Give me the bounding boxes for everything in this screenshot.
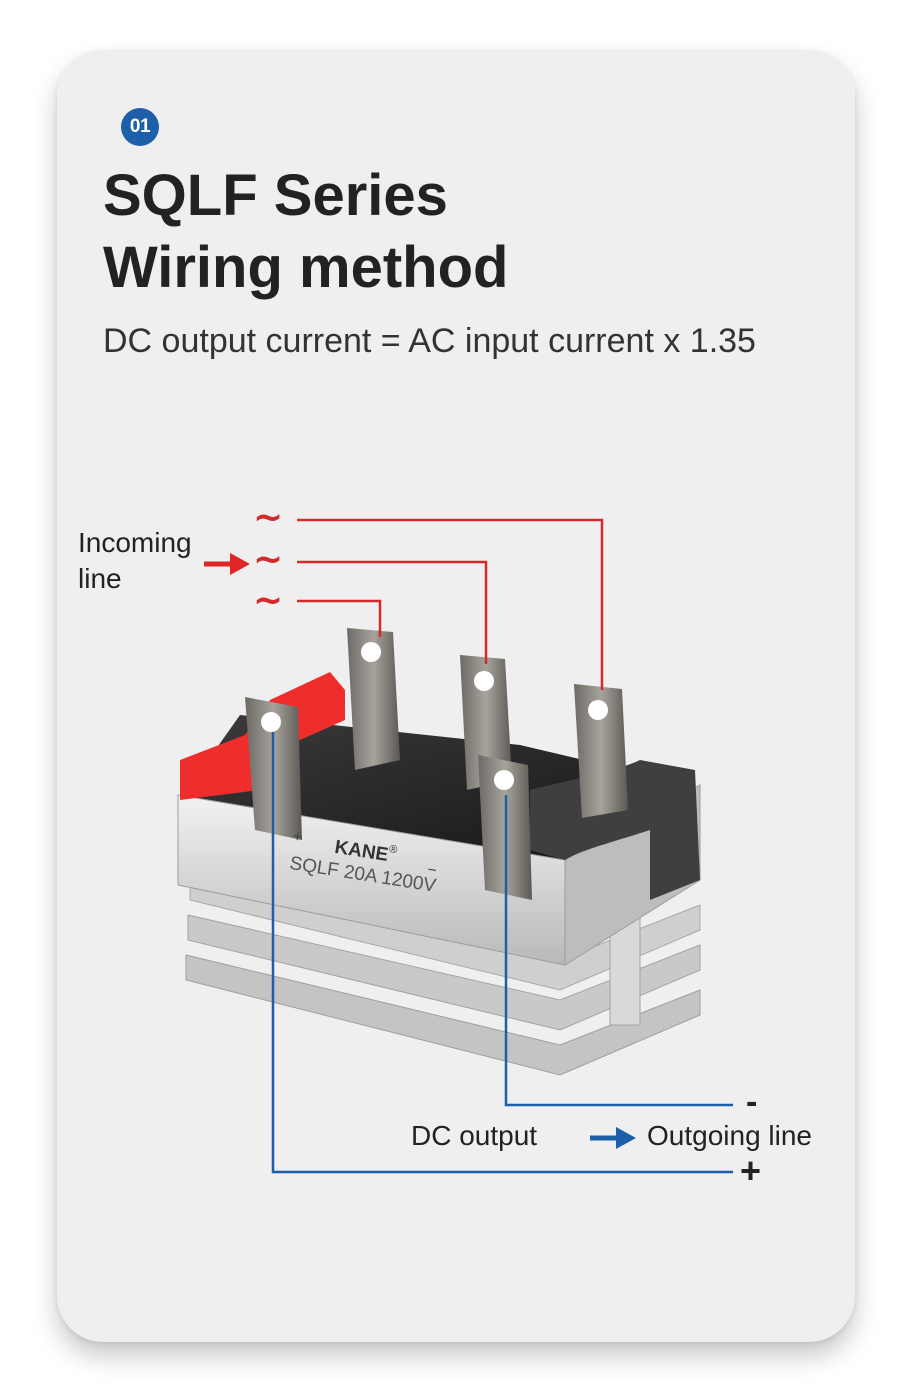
neg-mark: − <box>426 862 438 880</box>
incoming-arrow-icon <box>204 553 250 575</box>
title-line-2: Wiring method <box>103 235 509 300</box>
dc-plus-symbol: + <box>740 1150 762 1191</box>
black-end-cap <box>530 760 700 900</box>
outgoing-arrow-icon <box>590 1127 636 1149</box>
ac-wire-3 <box>297 599 382 637</box>
ac-tilde-2: ~ <box>253 539 284 580</box>
step-badge: 01 <box>121 108 159 146</box>
dc-wire-negative <box>504 795 733 1107</box>
title-line-1: SQLF Series <box>103 163 448 228</box>
pos-mark: + <box>292 828 304 846</box>
dc-wires <box>271 732 733 1174</box>
incoming-line-label-1: Incoming <box>78 527 192 558</box>
dc-output-label: DC output <box>411 1120 538 1151</box>
ac-wire-1 <box>297 518 604 690</box>
registered-mark: ® <box>388 843 398 856</box>
card <box>57 50 855 1342</box>
ac-wires <box>297 518 604 690</box>
dc-minus-symbol: - <box>746 1083 758 1121</box>
outgoing-line-label: Outgoing line <box>647 1120 813 1151</box>
ac-tilde-1: ~ <box>253 497 284 538</box>
incoming-line-label: Incoming line <box>78 525 192 597</box>
ac-wire-2 <box>297 560 488 664</box>
dc-wire-positive <box>271 732 733 1174</box>
page-title: SQLF Series Wiring method <box>103 160 508 304</box>
ac-tilde-3: ~ <box>253 580 284 621</box>
formula-subtitle: DC output current = AC input current x 1… <box>103 322 756 360</box>
incoming-line-label-2: line <box>78 563 122 594</box>
